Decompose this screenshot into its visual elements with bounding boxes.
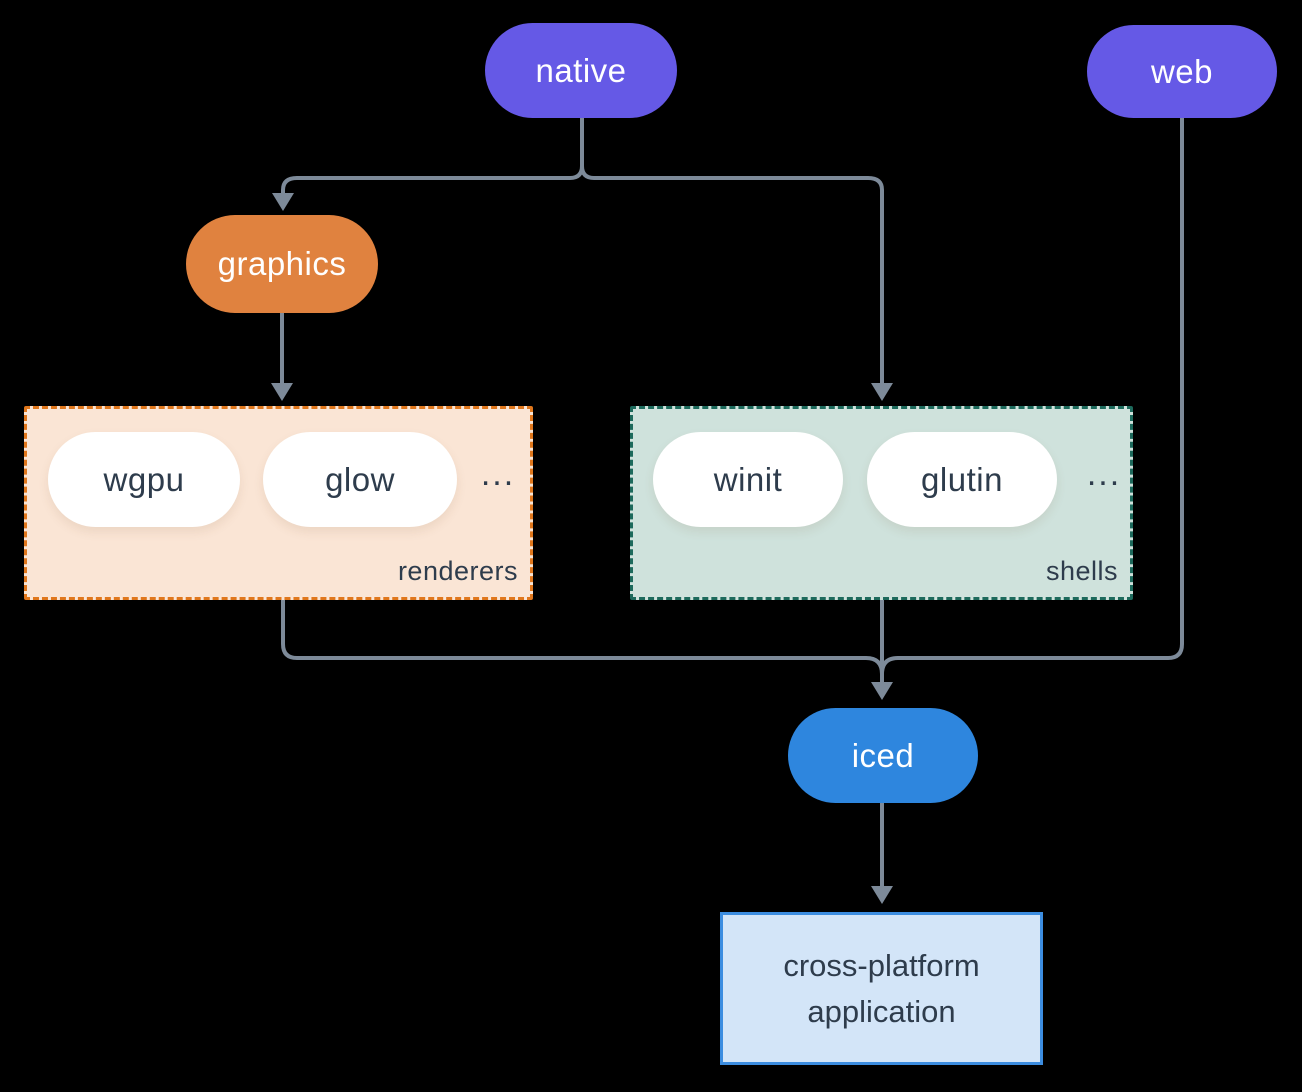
edge-native-to-graphics	[281, 118, 584, 195]
application-label: cross-platform application	[783, 947, 980, 1029]
node-native-label: native	[535, 51, 627, 89]
node-wgpu: wgpu	[48, 432, 240, 527]
arrowhead-iced	[871, 682, 893, 700]
group-shells: winit glutin ... shells	[630, 406, 1133, 600]
node-wgpu-label: wgpu	[103, 460, 185, 498]
node-cross-platform-application: cross-platform application	[720, 912, 1043, 1065]
arrowhead-graphics	[272, 193, 294, 211]
renderers-ellipsis: ...	[480, 455, 516, 493]
node-glutin: glutin	[867, 432, 1057, 527]
renderers-group-label: renderers	[397, 556, 518, 586]
arrowhead-shells	[871, 383, 893, 401]
node-winit: winit	[653, 432, 843, 527]
node-iced-label: iced	[851, 736, 915, 774]
arrowhead-application	[871, 886, 893, 904]
arrowhead-renderers	[271, 383, 293, 401]
node-graphics: graphics	[186, 215, 378, 313]
node-glow: glow	[263, 432, 457, 527]
group-renderers: wgpu glow ... renderers	[24, 406, 533, 600]
shells-group-label: shells	[1045, 556, 1118, 586]
node-glutin-label: glutin	[921, 460, 1003, 498]
edge-renderers-to-iced	[281, 600, 884, 675]
edge-native-to-shells	[580, 118, 884, 385]
node-winit-label: winit	[713, 460, 783, 498]
shells-ellipsis: ...	[1086, 455, 1122, 493]
node-web-label: web	[1150, 52, 1214, 90]
node-web: web	[1087, 25, 1277, 118]
node-glow-label: glow	[325, 460, 395, 498]
node-graphics-label: graphics	[217, 245, 347, 282]
node-iced: iced	[788, 708, 978, 803]
node-native: native	[485, 23, 677, 118]
